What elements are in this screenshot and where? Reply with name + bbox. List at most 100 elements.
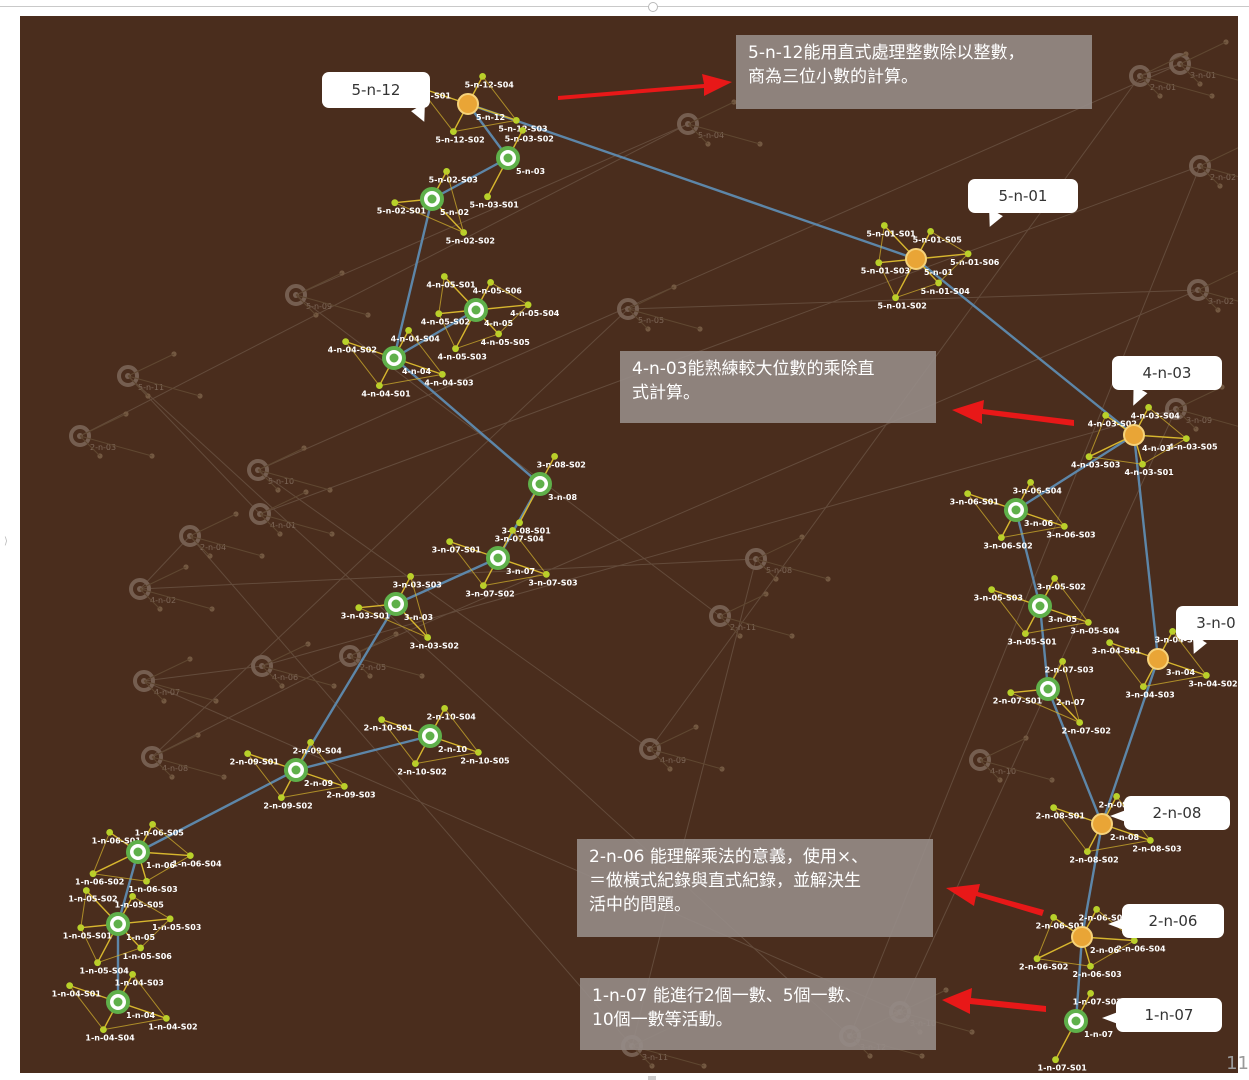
description-4-n-03: 4-n-03能熟練較大位數的乘除直 式計算。 (620, 351, 936, 423)
faded-leaf-edge (627, 308, 649, 330)
sub-node (446, 538, 454, 546)
faded-leaf-edge (257, 447, 305, 471)
background-faded-layer: 5-n-045-n-055-n-085-n-095-n-115-n-104-n-… (69, 39, 1238, 1069)
main-node-label: 2-n-06 (1090, 946, 1119, 955)
certificate-node-core (291, 765, 301, 775)
faded-leaf (233, 511, 239, 517)
sub-node (1007, 689, 1015, 697)
sub-node (484, 193, 491, 201)
sub-node-label: 4-n-03-S05 (1168, 443, 1218, 452)
callout-label: 5-n-12 (351, 81, 401, 99)
main-node-4-n-05: 4-n-05 (464, 298, 513, 328)
faded-edge (127, 375, 261, 515)
faded-leaf (331, 683, 337, 689)
faded-leaf-edge (979, 759, 1053, 781)
faded-node-core (125, 373, 131, 379)
sub-link (381, 719, 416, 764)
sub-node-label: 2-n-07-S01 (993, 697, 1043, 706)
sub-node-label: 3-n-08-S01 (502, 527, 552, 536)
faded-edge (295, 123, 689, 296)
faded-leaf-edge (143, 680, 217, 702)
sub-link (1087, 839, 1151, 853)
faded-leaf-edge (143, 680, 165, 702)
faded-leaf-edge (143, 658, 191, 682)
sub-node-label: 1-n-04-S02 (148, 1022, 197, 1031)
sub-node-label: 5-n-01-S01 (866, 229, 916, 238)
arrow-shape (952, 400, 1074, 426)
faded-leaf-edge (1139, 75, 1213, 97)
main-node-3-n-06: 3-n-06 (1004, 498, 1053, 528)
faded-node (745, 548, 767, 570)
faded-leaf (195, 732, 201, 738)
faded-leaf-edge (295, 272, 343, 296)
faded-edge (899, 408, 1177, 1013)
resize-handle-bottom[interactable] (648, 1076, 656, 1080)
main-edge (137, 768, 297, 854)
sub-node-label: 1-n-05-S05 (115, 900, 165, 909)
faded-leaf-edge (1199, 147, 1238, 167)
main-node-label: 3-n-04 (1166, 668, 1195, 677)
faded-leaf (1197, 81, 1203, 87)
sub-node (106, 828, 114, 836)
faded-leaf (367, 673, 373, 679)
faded-leaf-edge (151, 756, 173, 778)
sub-node-label: 1-n-04-S01 (52, 990, 102, 999)
main-node-label: 1-n-05 (126, 933, 155, 942)
faded-edge (151, 308, 629, 758)
faded-node-label: 4-n-09 (660, 756, 686, 765)
sub-node-label: 4-n-05-S04 (510, 309, 560, 318)
faded-node-label: 2-n-04 (200, 543, 226, 552)
main-edge (1080, 823, 1104, 938)
description-5-n-12: 5-n-12能用直式處理整數除以整數， 商為三位小數的計算。 (736, 35, 1092, 109)
sub-node-label: 4-n-05-S01 (426, 280, 476, 289)
sub-node-label: 4-n-03-S04 (1131, 411, 1181, 420)
faded-leaf-edge (719, 615, 741, 637)
faded-leaf (157, 606, 163, 612)
faded-leaf (737, 633, 743, 639)
faded-leaf (919, 1053, 925, 1059)
main-node-4-n-03: 4-n-03 (1123, 424, 1171, 453)
sub-link (930, 230, 969, 255)
main-node-label: 3-n-03 (404, 613, 433, 622)
goal-node-icon (1071, 926, 1093, 948)
faded-node (1187, 279, 1209, 301)
faded-leaf (1223, 39, 1229, 45)
faded-leaf (221, 774, 227, 780)
faded-leaf (1215, 307, 1221, 313)
description-1-n-07: 1-n-07 能進行2個一數、5個一數、 10個一數等活動。 (580, 978, 936, 1050)
faded-leaf (303, 489, 309, 495)
resize-handle-top[interactable] (648, 2, 658, 12)
sub-link (1148, 406, 1187, 439)
sub-node-label: 3-n-05-S01 (1007, 638, 1057, 647)
faded-leaf (969, 1029, 975, 1035)
faded-node (141, 746, 163, 768)
faded-node-label: 2-n-03 (90, 443, 116, 452)
main-node-label: 3-n-05 (1048, 615, 1077, 624)
callout-label: 2-n-08 (1152, 804, 1202, 822)
faded-leaf-edge (295, 294, 317, 316)
certificate-node-core (503, 153, 513, 163)
sub-node-label: 3-n-03-S03 (393, 580, 442, 589)
sub-node-label: 4-n-05-S05 (481, 338, 531, 347)
faded-node (1165, 398, 1187, 420)
arrow-2-n-06 (946, 884, 1044, 916)
faded-leaf-edge (127, 375, 149, 397)
certificate-node-core (1071, 1016, 1081, 1026)
sub-node-label: 2-n-08-S03 (1132, 844, 1181, 853)
sub-link (1025, 621, 1089, 635)
faded-edge (189, 535, 633, 1047)
callout-label: 2-n-06 (1148, 912, 1198, 930)
faded-node-label: 3-n-11 (642, 1053, 668, 1062)
sub-node (1102, 411, 1110, 419)
faded-leaf-edge (1139, 75, 1161, 97)
faded-leaf-edge (259, 513, 281, 535)
sub-link (938, 253, 969, 284)
arrow-shape (942, 988, 1046, 1014)
frame-top-border (0, 6, 1249, 7)
faded-edge (631, 558, 757, 1047)
faded-node-label: 2-n-01 (1150, 83, 1176, 92)
faded-leaf (667, 766, 673, 772)
faded-leaf-edge (627, 308, 701, 330)
faded-leaf-edge (687, 101, 735, 125)
sub-node (391, 199, 399, 207)
